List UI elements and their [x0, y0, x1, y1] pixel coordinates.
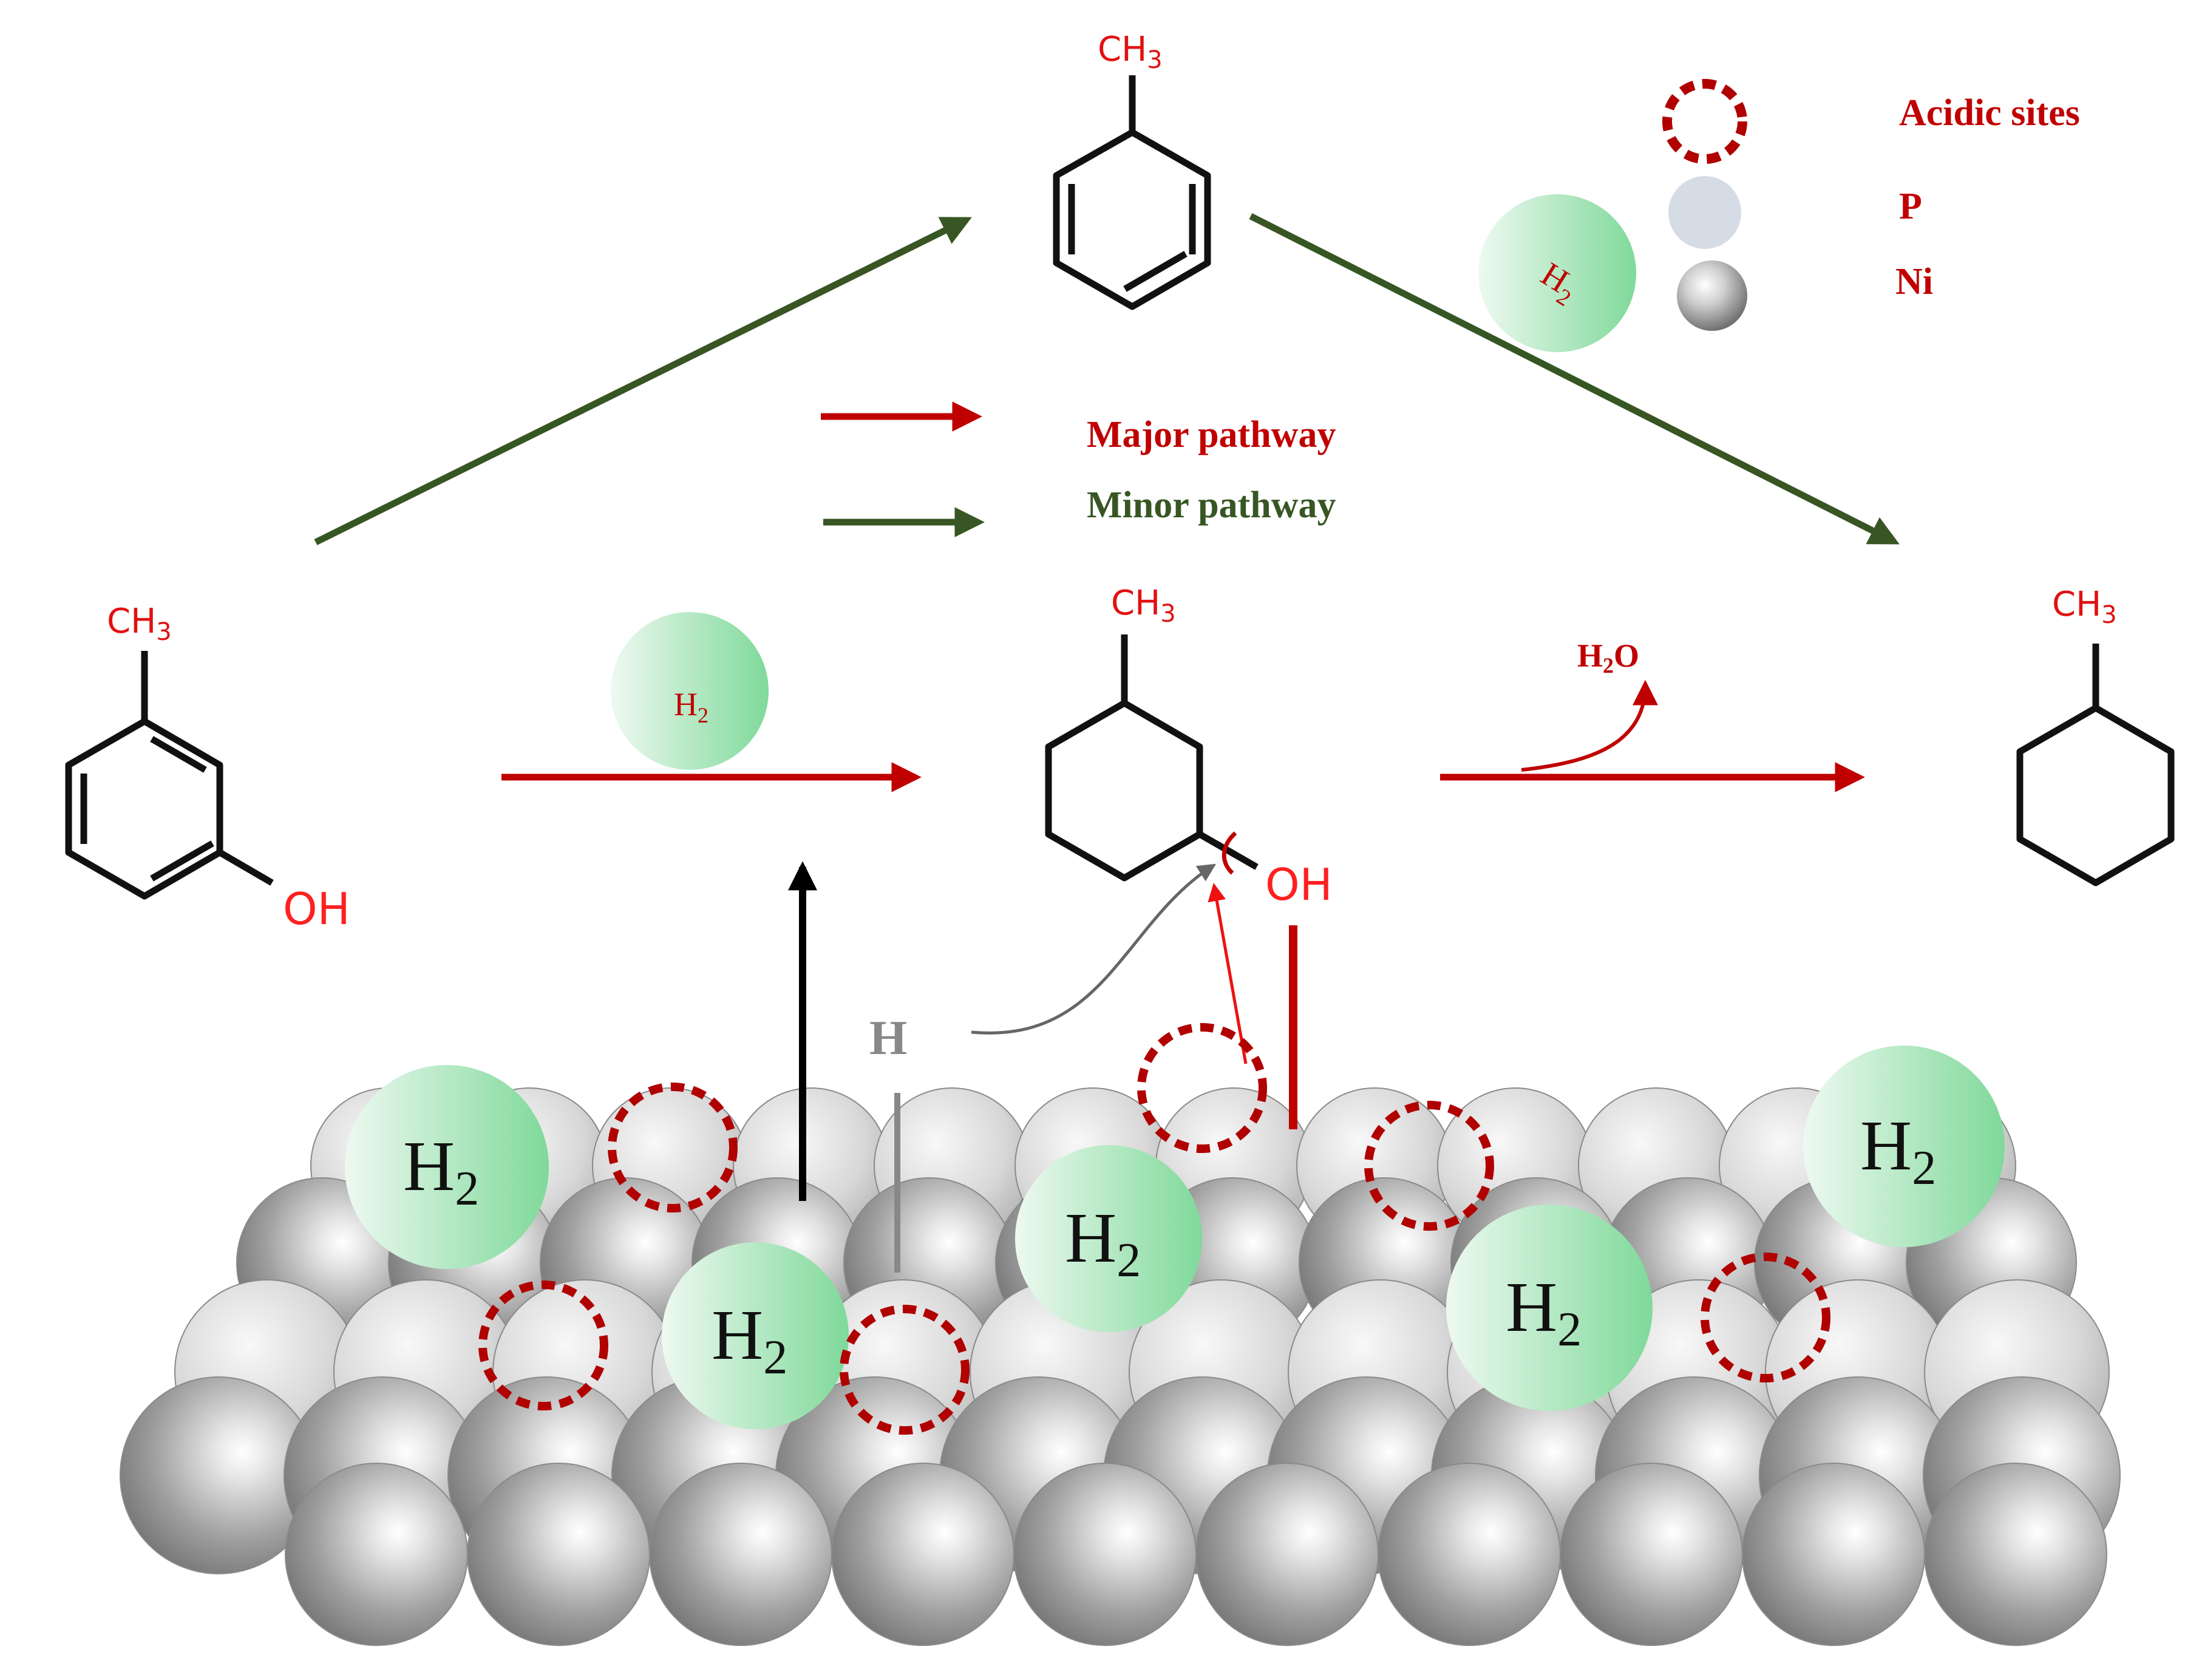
- acidic-site-icon: [1137, 1023, 1267, 1153]
- bond-break-mark: [1222, 831, 1237, 875]
- minor-pathway-label: Minor pathway: [1087, 485, 1336, 526]
- methylcyclohexane-ch3-label: CH3: [2052, 585, 2117, 629]
- pathway-legend: Major pathway Minor pathway: [821, 401, 1336, 537]
- legend-acidic-site-icon: [1662, 79, 1747, 164]
- legend-ni-atom-icon: [1677, 260, 1747, 331]
- surface-atom: [1560, 1463, 1743, 1646]
- minor-arrow-toluene-to-methylcyclohexane: [1249, 213, 1900, 545]
- h2o-o: O: [1614, 638, 1639, 674]
- legend-p-atom-icon: [1668, 176, 1741, 249]
- methylcyclohexanol-oh-label: OH: [1265, 859, 1333, 910]
- legend: Acidic sites P Ni H2: [1478, 79, 2080, 352]
- h2o-sub: 2: [1603, 653, 1614, 678]
- h2-molecule-icon: H2: [345, 1065, 549, 1269]
- acidic-site-icon: [608, 1083, 738, 1212]
- major-pathway-label: Major pathway: [1087, 414, 1336, 455]
- h2o-release-arrow: [1521, 679, 1658, 772]
- toluene-ch3-label: CH3: [1098, 30, 1163, 74]
- surface-atom: [1924, 1463, 2107, 1646]
- svg-text:H2: H2: [403, 1126, 479, 1216]
- h2-molecule-icon: H2: [1015, 1145, 1202, 1332]
- svg-text:H2: H2: [1860, 1106, 1936, 1195]
- surface-atom: [831, 1463, 1014, 1646]
- acidic-site-icon: [1701, 1253, 1830, 1382]
- h2o-h: H: [1577, 638, 1603, 674]
- legend-acidic-sites-label: Acidic sites: [1899, 92, 2080, 134]
- h-spillover-arrow: [971, 863, 1217, 1035]
- h2-reactant-sub: 2: [698, 703, 709, 727]
- h2-molecule-icon: H2: [1446, 1205, 1653, 1411]
- surface-atom: [649, 1463, 832, 1646]
- h2-molecule-icon: H2: [662, 1242, 849, 1429]
- svg-text:H2: H2: [674, 686, 709, 727]
- h2-reactant-main: H: [674, 686, 698, 723]
- methylcyclohexanol-molecule: [1045, 634, 1259, 882]
- acidic-sites-on-surface: [478, 1023, 1830, 1435]
- acidic-site-icon: [478, 1280, 608, 1410]
- svg-text:H2: H2: [712, 1295, 787, 1384]
- surface-atom: [1742, 1463, 1925, 1646]
- acidic-site-icon: [1364, 1101, 1494, 1231]
- m-cresol-molecule: [65, 651, 274, 900]
- acidic-site-icon: [840, 1305, 970, 1435]
- surface-atom: [285, 1463, 468, 1646]
- h2o-label: H2O: [1577, 638, 1639, 678]
- surface-atom: [467, 1463, 650, 1646]
- h2-reactant-icon: H2: [611, 612, 769, 770]
- m-cresol-ch3-label: CH3: [107, 602, 172, 646]
- surface-atom: [1195, 1463, 1379, 1646]
- oh-to-acid-site-arrow: [1208, 883, 1248, 1064]
- svg-text:H2: H2: [1065, 1198, 1141, 1287]
- methylcyclohexanol-ch3-label: CH3: [1111, 583, 1176, 628]
- surface-atom: [1378, 1463, 1561, 1646]
- toluene-molecule: [1053, 75, 1211, 310]
- legend-h2-molecule-icon: H2: [1478, 194, 1636, 352]
- methylcyclohexane-molecule: [2016, 644, 2175, 886]
- legend-p-label: P: [1899, 186, 1922, 227]
- surface-atom: [1013, 1463, 1197, 1646]
- svg-text:H2: H2: [1506, 1267, 1582, 1356]
- m-cresol-oh-label: OH: [283, 883, 350, 934]
- h-atom-label: H: [869, 1012, 907, 1065]
- legend-ni-label: Ni: [1895, 261, 1933, 302]
- minor-arrow-cresol-to-toluene: [314, 217, 972, 545]
- h2-molecule-icon: H2: [1803, 1046, 2005, 1247]
